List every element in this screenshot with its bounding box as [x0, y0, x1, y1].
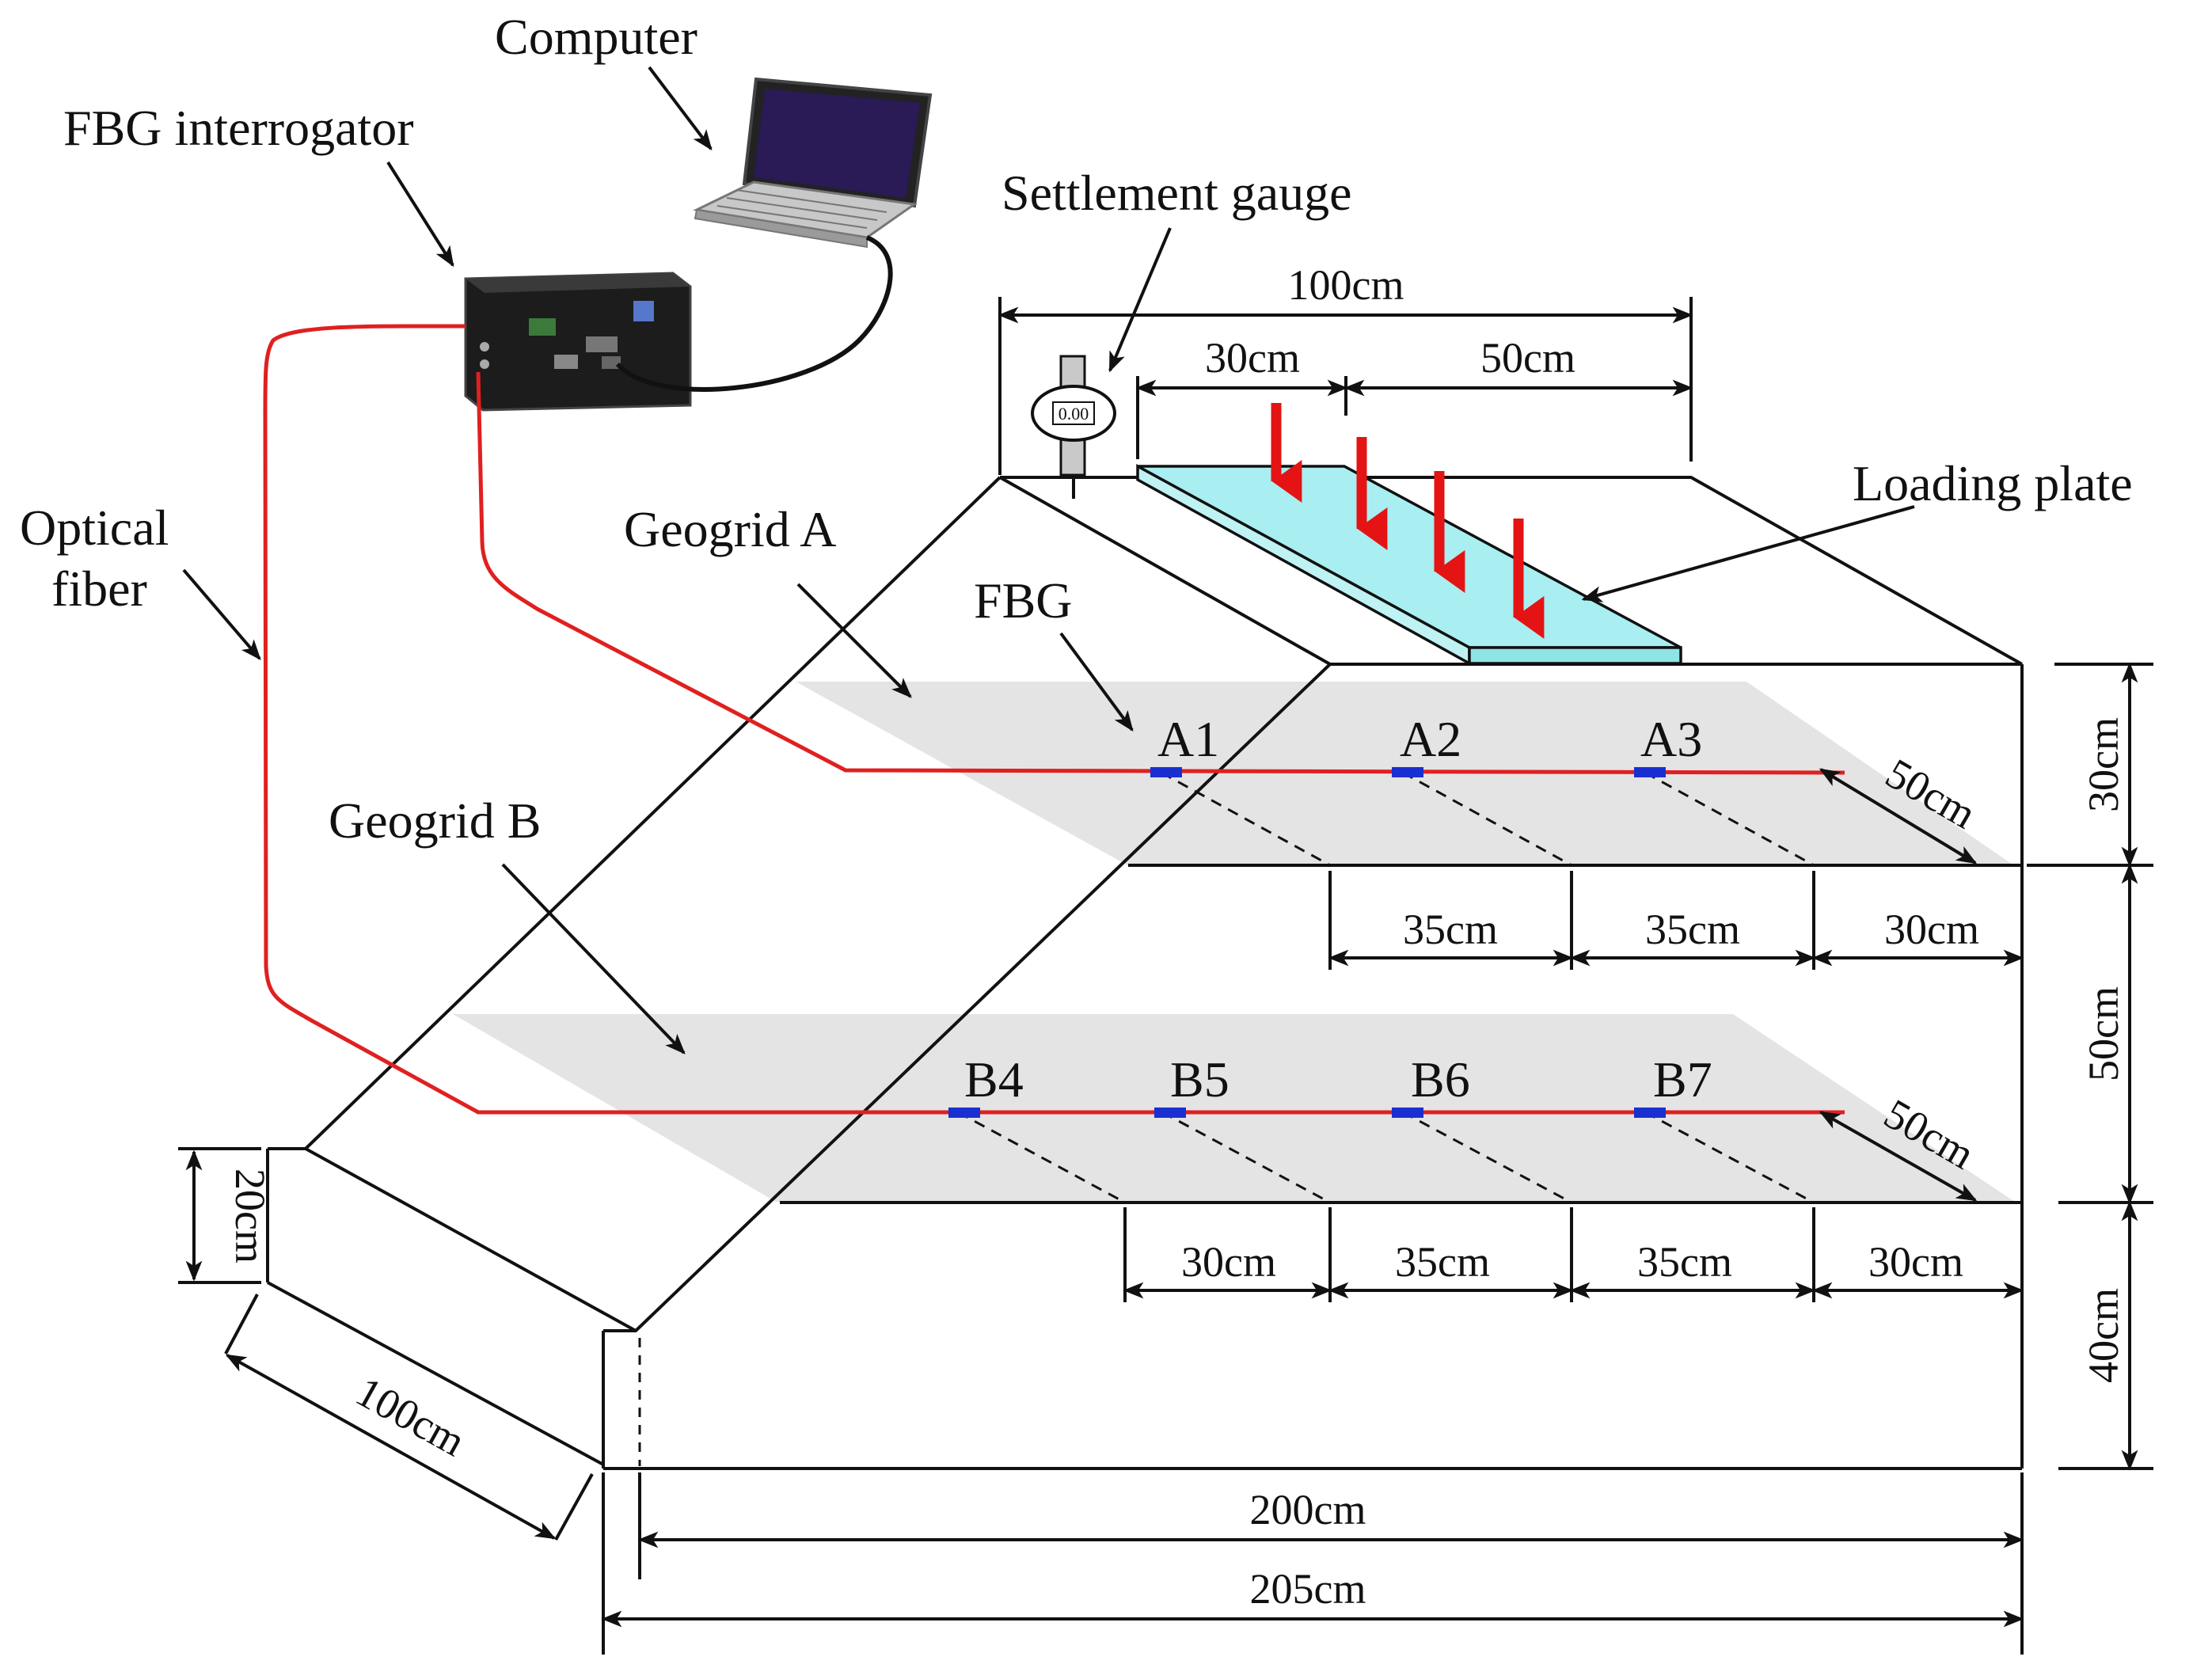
fbg-mark-b5	[1154, 1108, 1186, 1118]
dim-top-width: 100cm	[1288, 261, 1404, 309]
computer-label: Computer	[495, 9, 697, 65]
dimension-lines	[178, 297, 2153, 1655]
dim-b-spacing-3: 35cm	[1637, 1238, 1732, 1286]
fbg-mark-b4	[948, 1108, 980, 1118]
usb-cable	[615, 235, 893, 392]
geogrid-b-plane	[453, 1014, 2015, 1202]
sensor-a3-label: A3	[1640, 711, 1702, 767]
dim-b-spacing-1: 30cm	[1181, 1238, 1276, 1286]
loading-plate-label: Loading plate	[1853, 455, 2133, 511]
dim-b-spacing-2: 35cm	[1395, 1238, 1490, 1286]
dim-b-spacing-4: 30cm	[1868, 1238, 1963, 1286]
sensor-a2-label: A2	[1400, 711, 1461, 767]
dim-base-205: 205cm	[1250, 1565, 1366, 1613]
projection-lines	[957, 771, 1815, 1204]
sensor-b6-label: B6	[1411, 1051, 1470, 1108]
dim-top-left: 30cm	[1205, 334, 1300, 382]
fbg-mark-b7	[1634, 1108, 1666, 1118]
fbg-mark-b6	[1392, 1108, 1423, 1118]
sensor-b7-label: B7	[1653, 1051, 1712, 1108]
fbg-mark-a3	[1634, 767, 1666, 777]
settlement-gauge: 0.00	[1031, 355, 1116, 499]
fbg-label: FBG	[974, 572, 1073, 629]
optical-fibers	[263, 324, 1845, 1115]
fbg-mark-a2	[1392, 767, 1423, 777]
sensor-a1-label: A1	[1157, 711, 1219, 767]
dim-layer-bottom: 40cm	[2080, 1288, 2127, 1383]
settlement-gauge-label: Settlement gauge	[1001, 165, 1352, 221]
loading-plate	[1136, 464, 1682, 666]
dim-layer-top: 30cm	[2080, 717, 2127, 812]
dim-layer-mid: 50cm	[2080, 986, 2127, 1081]
fbg-mark-a1	[1150, 767, 1182, 777]
dim-a-spacing-3: 30cm	[1884, 906, 1979, 953]
laptop-icon	[693, 77, 933, 249]
load-arrows	[1271, 403, 1545, 639]
pointer-arrows	[182, 66, 1915, 1054]
dim-top-right: 50cm	[1480, 334, 1575, 382]
dim-a-spacing-1: 35cm	[1403, 906, 1498, 953]
dim-toe-height: 20cm	[226, 1168, 274, 1263]
gauge-readout: 0.00	[1058, 404, 1089, 424]
fbg-marks	[948, 767, 1666, 1118]
geogrid-a-label: Geogrid A	[624, 501, 836, 557]
optical-fiber-label-line1: Optical	[20, 500, 169, 556]
interrogator-device-icon	[464, 272, 692, 412]
optical-fiber-label-line2: fiber	[51, 560, 147, 617]
geogrid-b-label: Geogrid B	[329, 792, 541, 849]
dim-base-200: 200cm	[1250, 1486, 1366, 1533]
dim-a-spacing-2: 35cm	[1645, 906, 1740, 953]
sensor-b4-label: B4	[964, 1051, 1024, 1108]
sensor-b5-label: B5	[1170, 1051, 1230, 1108]
interrogator-label: FBG interrogator	[63, 100, 414, 156]
embankment-outline	[266, 476, 2024, 1470]
